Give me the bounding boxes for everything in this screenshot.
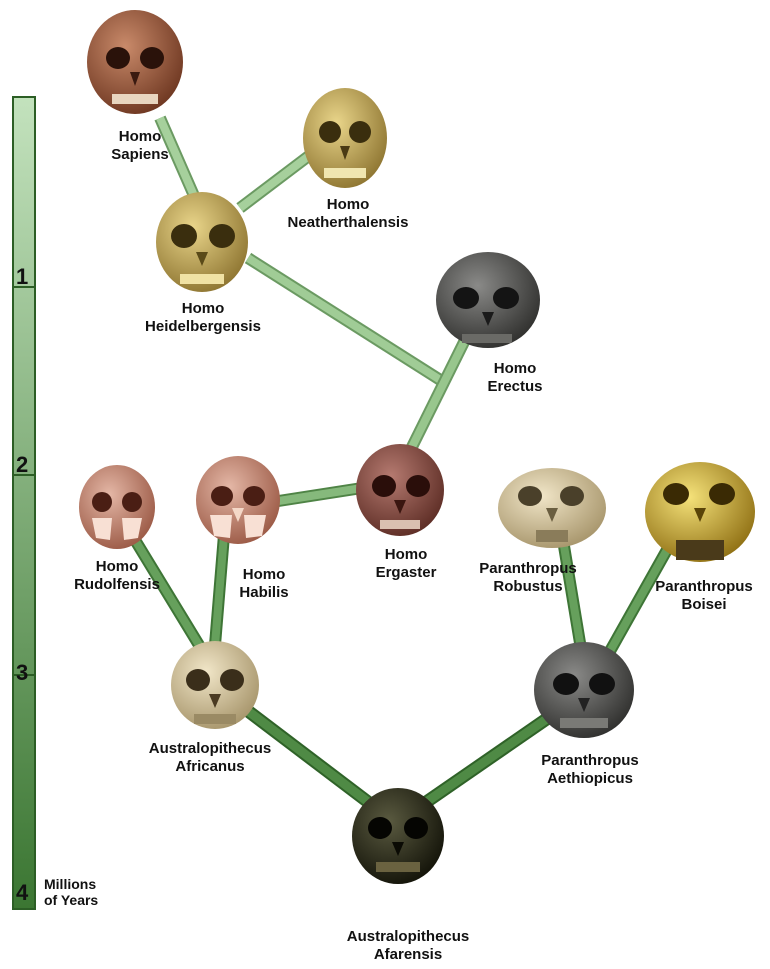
skull-australopithecus-afarensis xyxy=(352,788,444,884)
timescale-label-3: 3 xyxy=(16,662,28,684)
label-paranthropus-boisei: Paranthropus Boisei xyxy=(655,578,753,614)
timescale-unit-label: Millions of Years xyxy=(44,876,98,908)
timescale-label-2: 2 xyxy=(16,454,28,476)
label-australopithecus-africanus: Australopithecus Africanus xyxy=(149,740,272,776)
skull-homo-heidelbergensis xyxy=(156,192,248,292)
label-homo-neanderthalensis: Homo Neatherthalensis xyxy=(288,196,409,232)
label-homo-sapiens: Homo Sapiens xyxy=(111,128,169,164)
skull-paranthropus-aethiopicus xyxy=(534,642,634,738)
label-paranthropus-aethiopicus: Paranthropus Aethiopicus xyxy=(541,752,639,788)
skull-paranthropus-boisei xyxy=(645,462,755,562)
skull-homo-rudolfensis xyxy=(79,465,155,549)
skull-paranthropus-robustus xyxy=(498,468,606,548)
label-paranthropus-robustus: Paranthropus Robustus xyxy=(479,560,577,596)
skull-homo-ergaster xyxy=(356,444,444,536)
label-homo-heidelbergensis: Homo Heidelbergensis xyxy=(145,300,261,336)
timescale-label-4: 4 xyxy=(16,882,28,904)
label-australopithecus-afarensis: Australopithecus Afarensis xyxy=(347,928,470,964)
timescale-label-1: 1 xyxy=(16,266,28,288)
label-homo-habilis: Homo Habilis xyxy=(239,566,288,602)
label-homo-ergaster: Homo Ergaster xyxy=(376,546,437,582)
skull-australopithecus-africanus xyxy=(171,641,259,729)
label-homo-rudolfensis: Homo Rudolfensis xyxy=(74,558,160,594)
timescale-bar xyxy=(13,97,35,909)
skull-homo-habilis xyxy=(196,456,280,544)
skull-homo-erectus xyxy=(436,252,540,348)
skull-homo-sapiens xyxy=(87,10,183,114)
skull-homo-neanderthalensis xyxy=(303,88,387,188)
label-homo-erectus: Homo Erectus xyxy=(487,360,542,396)
